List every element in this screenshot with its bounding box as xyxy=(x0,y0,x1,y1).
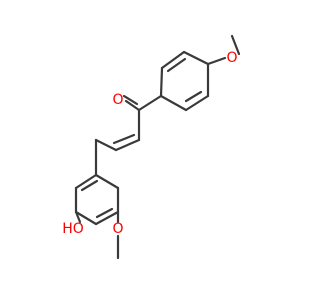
methyl-bond xyxy=(230,34,241,56)
ring1-bond xyxy=(182,50,210,66)
hydroxyl-label: HO xyxy=(62,221,84,237)
ring1-bond xyxy=(159,66,164,98)
molecule-structure: O O HO O xyxy=(62,34,241,260)
para-methoxy-oxygen-label: O xyxy=(226,50,237,66)
carbonyl-bond xyxy=(137,94,163,112)
carbonyl-double-bond xyxy=(124,99,141,112)
carbonyl-oxygen-label: O xyxy=(112,92,123,108)
ring2-bond xyxy=(94,210,120,226)
ring2-double-bond xyxy=(95,207,114,219)
ring2-bond xyxy=(74,173,98,190)
ring1-methoxy-bond xyxy=(206,56,227,66)
ring2-bond xyxy=(74,210,98,226)
ring2-bond xyxy=(94,173,120,190)
hydroxyl-bond xyxy=(74,210,82,224)
ring2-double-bond xyxy=(80,179,99,192)
ring1-bond xyxy=(160,50,186,70)
chain-bond xyxy=(94,138,118,152)
chain-bond xyxy=(114,138,141,152)
ring1-double-bond xyxy=(184,90,203,103)
ring-methoxy-oxygen-label: O xyxy=(112,221,123,237)
ring1-bond xyxy=(184,94,210,112)
ring1-bond xyxy=(159,94,188,112)
carbonyl-double-bond xyxy=(122,94,139,106)
chain-double-bond xyxy=(112,133,136,145)
bond-layer xyxy=(74,34,241,260)
ring1-double-bond xyxy=(166,57,187,73)
